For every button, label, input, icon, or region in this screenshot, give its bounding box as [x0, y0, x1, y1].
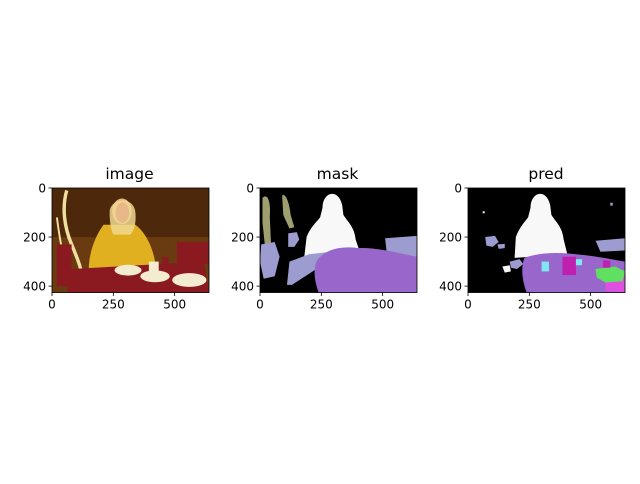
mask-chair-left-2 [288, 232, 300, 247]
y-axis: 0 200 400 [231, 181, 260, 293]
pred-chair-mid [509, 259, 524, 269]
pred-chair-left [485, 235, 499, 247]
y-tick-label: 400 [23, 279, 46, 293]
mask-content [260, 188, 417, 293]
image-content [52, 188, 209, 293]
x-axis: 0 250 500 [464, 292, 602, 312]
y-tick-label: 0 [246, 181, 254, 195]
pred-person-hand [502, 265, 511, 273]
mask-chair-left [260, 241, 280, 279]
x-tick-label: 0 [48, 298, 56, 312]
x-tick-label: 250 [102, 298, 125, 312]
mask-plant-mid [282, 194, 295, 229]
pred-plate [595, 266, 625, 283]
y-tick-label: 400 [439, 279, 462, 293]
mask-table [314, 247, 417, 293]
image-red-chair-left [56, 244, 72, 287]
pred-bottle [562, 256, 576, 276]
pred-speck [610, 202, 613, 206]
image-red-chair-right [177, 241, 209, 265]
y-axis: 0 200 400 [23, 181, 52, 293]
image-plate-1 [114, 264, 142, 276]
x-axis: 0 250 500 [256, 292, 394, 312]
image-person-face-front [115, 202, 130, 223]
mask-person [304, 193, 361, 258]
y-tick-label: 200 [23, 230, 46, 244]
pred-cup [541, 261, 549, 272]
panel-title: image [105, 165, 153, 183]
image-table-top [66, 261, 209, 293]
panel-title: mask [317, 165, 359, 183]
x-tick-label: 0 [464, 298, 472, 312]
y-tick-label: 400 [231, 279, 254, 293]
pred-chair-left-2 [497, 243, 505, 249]
y-tick-label: 200 [439, 230, 462, 244]
x-tick-label: 500 [371, 298, 394, 312]
y-tick-label: 0 [38, 181, 46, 195]
image-plate-3 [172, 273, 207, 287]
panel-title: pred [528, 165, 563, 183]
y-tick-label: 0 [454, 181, 462, 195]
pred-bottle-2 [602, 260, 611, 268]
axes-frame [467, 187, 626, 293]
pred-content [468, 188, 625, 293]
pred-chair-right [595, 238, 625, 252]
x-tick-label: 250 [310, 298, 333, 312]
y-tick-label: 200 [231, 230, 254, 244]
axes-frame [51, 187, 210, 293]
image-cup [148, 261, 159, 272]
axes-frame [259, 187, 418, 293]
x-tick-label: 500 [579, 298, 602, 312]
image-plate-2 [140, 270, 170, 283]
pred-cup-2 [575, 259, 583, 266]
pred-speck-2 [482, 211, 485, 214]
x-tick-label: 500 [163, 298, 186, 312]
y-axis: 0 200 400 [439, 181, 468, 293]
image-bottle [162, 256, 169, 272]
x-tick-label: 0 [256, 298, 264, 312]
mask-plant-left [262, 196, 272, 246]
pred-person [514, 193, 568, 258]
x-tick-label: 250 [518, 298, 541, 312]
x-axis: 0 250 500 [48, 292, 186, 312]
panel-mask: mask 0 250 500 0 200 400 [231, 165, 418, 312]
